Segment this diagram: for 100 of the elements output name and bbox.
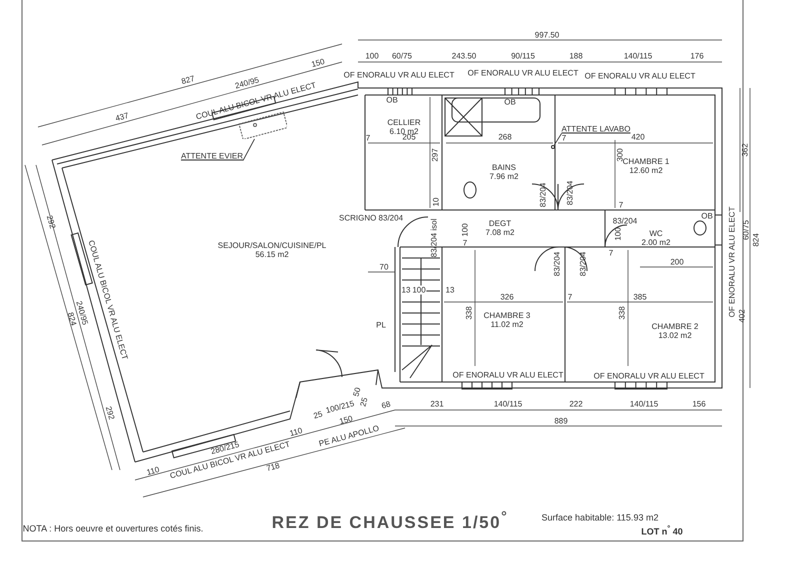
plan-label: 362 (740, 143, 750, 157)
plan-label: OF ENORALU VR ALU ELECT (594, 372, 704, 380)
room-name: CHAMBRE 2 (652, 322, 698, 331)
plan-label: 100 (460, 223, 470, 237)
plan-label: 100 (614, 227, 622, 241)
room-area: 7.96 m2 (490, 172, 518, 181)
plan-label: 718 (265, 460, 281, 474)
plan-label: OF ENORALU VR ALU ELECT (468, 68, 578, 78)
room-area: 13.02 m2 (652, 331, 698, 340)
plan-label: 90/115 (511, 52, 535, 60)
plan-label: 68 (380, 400, 392, 410)
plan-label: 7 (366, 134, 370, 142)
plan-label: 83/204 (578, 252, 588, 276)
callout-text: ATTENTE EVIER (180, 152, 244, 160)
plan-label: 150 (338, 414, 354, 426)
plan-label: 200 (670, 258, 684, 266)
plan-label: 824 (752, 233, 760, 247)
plan-label: 110 (146, 465, 160, 477)
plan-label: 824 (66, 311, 78, 327)
plan-label: 827 (180, 74, 196, 86)
plan-label: 240/95 (234, 75, 260, 91)
plan-label: 100/215 (324, 398, 356, 416)
plan-label: SCRIGNO 83/204 (338, 214, 404, 222)
room-name: WC (648, 229, 664, 238)
plan-label: OF ENORALU VR ALU ELECT (728, 206, 736, 318)
room-name: CELLIER (387, 118, 421, 127)
plan-label: 402 (738, 309, 746, 323)
plan-label: 7 (618, 200, 624, 210)
plan-label: 100 (365, 52, 379, 60)
plan-label: 7 (562, 134, 566, 142)
room-area: 12.60 m2 (622, 166, 670, 175)
plan-label: PL (376, 320, 386, 330)
plan-label: 243.50 (452, 52, 476, 60)
room-area: 11.02 m2 (484, 320, 530, 329)
leader-line (242, 138, 255, 161)
plan-label: 231 (430, 400, 444, 408)
plan-label: 205 (402, 132, 416, 142)
plan-label: 176 (690, 52, 704, 60)
plan-label: LOT n$^{°}$ 40 (641, 524, 683, 536)
room-name: SEJOUR/SALON/CUISINE/PL (218, 241, 326, 250)
plan-label: 13 (446, 286, 454, 294)
plan-label: 60/75 (392, 52, 412, 60)
plan-title: REZ DE CHAUSSEE 1/50$^{°}$ (272, 509, 508, 533)
room-name: CHAMBRE 3 (484, 311, 530, 320)
plan-label: 997.50 (534, 30, 560, 40)
leader-line (554, 133, 562, 146)
plan-label: 7 (462, 238, 468, 248)
plan-label: 385 (633, 292, 647, 302)
plan-label: COUL ALU BICOL VR ALU ELECT (86, 239, 130, 361)
plan-label: 60/75 (742, 220, 750, 240)
plan-label: 292 (104, 405, 116, 421)
room-name: CHAMBRE 1 (622, 157, 670, 166)
plan-label: 140/115 (624, 52, 652, 60)
plan-label: 83/204 (566, 180, 574, 206)
plan-label: 83/204 (612, 216, 638, 226)
plan-label: 140/115 (630, 400, 658, 408)
plan-label: 188 (569, 52, 583, 60)
plan-label: 292 (44, 214, 58, 230)
plan-label: 25 (358, 396, 370, 408)
point-marker (551, 145, 555, 149)
plan-label: 7 (608, 248, 614, 258)
plan-label: 156 (692, 400, 706, 408)
plan-label: 222 (569, 400, 583, 408)
plan-label: 889 (554, 416, 568, 426)
plan-label: 25 (312, 410, 324, 420)
plan-label: 70 (380, 262, 388, 272)
plan-label: 83/204 (538, 182, 548, 208)
plan-label: NOTA : Hors oeuvre et ouvertures cotés finis. (22, 524, 204, 534)
plan-label: OF ENORALU VR ALU ELECT (344, 70, 454, 80)
plan-label: 437 (114, 110, 130, 124)
plan-label: Surface habitable: 115.93 m2 (542, 514, 658, 522)
plan-label: 420 (631, 132, 645, 142)
plan-label: 300 (616, 148, 624, 162)
plan-label: 83/204 isol (430, 218, 438, 258)
plan-label: OF ENORALU VR ALU ELECT (452, 370, 564, 380)
plan-label: 140/115 (494, 400, 522, 408)
plan-label: 13 (400, 286, 412, 294)
room-name: DEGT (488, 219, 512, 228)
plan-label: 7 (568, 292, 572, 302)
plan-label: 338 (618, 306, 626, 320)
room-area: 56.15 m2 (218, 250, 326, 259)
room-area: 7.08 m2 (486, 228, 514, 237)
plan-label: OB (701, 212, 713, 220)
plan-label: 50 (352, 386, 362, 398)
plan-label: OB (504, 98, 516, 106)
plan-label: 110 (288, 426, 304, 438)
plan-label: 150 (310, 56, 326, 70)
plan-label: 10 (432, 198, 440, 206)
room-area: 2.00 m2 (642, 238, 670, 247)
plan-label: 297 (430, 148, 440, 162)
callout-text: ATTENTE LAVABO (562, 124, 630, 134)
sink-drawing (237, 111, 287, 139)
plan-label: 326 (500, 292, 514, 302)
plan-label: OF ENORALU VR ALU ELECT (584, 72, 696, 80)
plan-label: PE ALU APOLLO (318, 424, 380, 448)
room-name: BAINS (490, 163, 517, 172)
plan-label: 100 (411, 286, 427, 294)
plan-label: 268 (498, 132, 512, 142)
plan-label: 83/204 (552, 252, 562, 276)
plan-label: OB (386, 96, 398, 104)
